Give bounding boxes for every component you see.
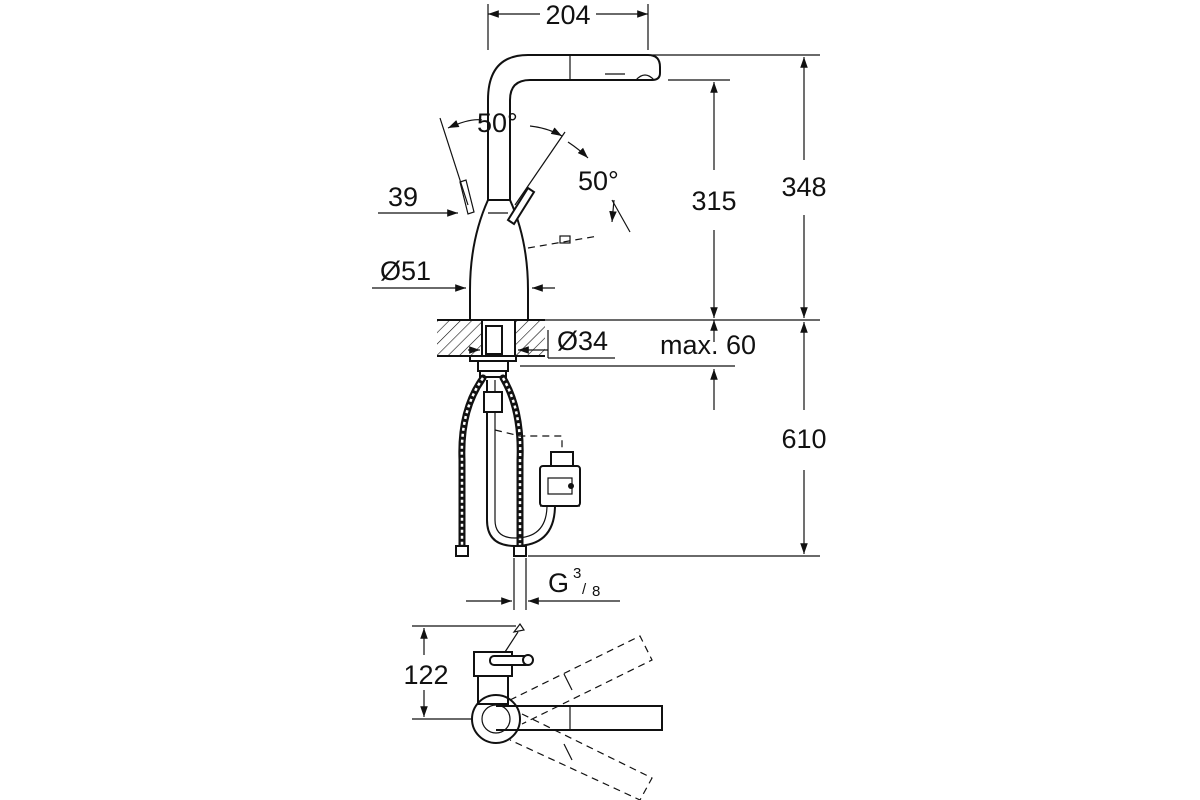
dimension-width: 204 bbox=[487, 0, 649, 50]
lever-handle bbox=[506, 186, 536, 226]
dim-width-text: 204 bbox=[545, 0, 590, 30]
dim-hose-length-text: 610 bbox=[781, 424, 826, 454]
dim-angle-left: 50° bbox=[477, 108, 518, 138]
pullout-hose-loop bbox=[486, 380, 556, 548]
supply-hose-right-braid bbox=[501, 377, 522, 548]
hose-fitting-left bbox=[455, 545, 469, 557]
plan-swivel-up-mark bbox=[563, 673, 573, 691]
supply-hose-right bbox=[499, 374, 524, 552]
angle-arc-mid bbox=[529, 125, 563, 137]
faucet-elevation bbox=[437, 54, 661, 557]
plan-handle-shaft bbox=[504, 631, 519, 653]
dim-base-diameter-text: Ø51 bbox=[380, 256, 431, 286]
lever-alt-right-tip bbox=[559, 235, 571, 244]
plan-spout bbox=[496, 705, 663, 731]
hose-fitting-right bbox=[513, 545, 527, 557]
faucet-body bbox=[469, 199, 529, 321]
pullout-hose-inner bbox=[494, 380, 548, 539]
plan-swivel-up bbox=[509, 635, 653, 725]
mounting-shank bbox=[485, 325, 503, 355]
dimension-hose-length: 610 bbox=[528, 322, 827, 557]
angle-arc-left bbox=[447, 119, 483, 129]
mounting-lower bbox=[479, 370, 507, 378]
lever-alt-right bbox=[527, 235, 599, 249]
plan-base-inner bbox=[481, 704, 511, 734]
plan-handle-end bbox=[522, 654, 534, 666]
spout-outline bbox=[487, 54, 661, 200]
dim-total-height-text: 348 bbox=[781, 172, 826, 202]
spray-head-tip bbox=[635, 74, 655, 81]
faucet-plan-view bbox=[471, 622, 663, 800]
plan-swivel-down bbox=[509, 713, 653, 800]
dim-thread-slash: / bbox=[582, 581, 587, 598]
dimension-max-thickness: max. 60 bbox=[520, 320, 756, 410]
lever-alt-left bbox=[459, 179, 475, 215]
dimension-spout-height: 315 bbox=[540, 79, 820, 321]
dim-thread-g: G bbox=[548, 568, 569, 598]
dim-plan-depth-text: 122 bbox=[403, 660, 448, 690]
angle-arrow-right bbox=[609, 199, 617, 223]
dimension-thread: G 3 / 8 bbox=[466, 558, 620, 610]
supply-hose-left-braid bbox=[460, 377, 485, 548]
angle-arc-right bbox=[567, 141, 589, 159]
dimension-plan-depth: 122 bbox=[403, 625, 516, 720]
angle-ext-right bbox=[611, 199, 631, 233]
cartridge-block bbox=[483, 391, 503, 413]
dimension-hole-diameter: Ø34 bbox=[468, 326, 615, 359]
dim-angle-right: 50° bbox=[578, 166, 619, 196]
dim-hole-diameter-text: Ø34 bbox=[557, 326, 608, 356]
dim-thread-num: 3 bbox=[573, 565, 581, 582]
hose-weight-top bbox=[550, 451, 574, 467]
dim-offset-text: 39 bbox=[388, 182, 418, 212]
mounting-nut bbox=[477, 360, 509, 372]
angle-ext-mid bbox=[514, 131, 566, 206]
plan-swivel-down-mark bbox=[563, 743, 573, 761]
plan-handle-tip bbox=[512, 622, 525, 633]
weight-guide bbox=[494, 429, 563, 455]
dimension-total-height: 348 bbox=[648, 54, 827, 318]
angle-ext-left bbox=[439, 117, 469, 206]
dimension-offset: 39 bbox=[378, 182, 508, 217]
supply-hose-left bbox=[458, 374, 487, 552]
dim-thread-den: 8 bbox=[592, 583, 600, 600]
dim-max-thickness-text: max. 60 bbox=[660, 330, 756, 360]
hose-weight-dot bbox=[568, 483, 574, 489]
dimension-base-diameter: Ø51 bbox=[372, 256, 555, 292]
dim-spout-height-text: 315 bbox=[691, 186, 736, 216]
